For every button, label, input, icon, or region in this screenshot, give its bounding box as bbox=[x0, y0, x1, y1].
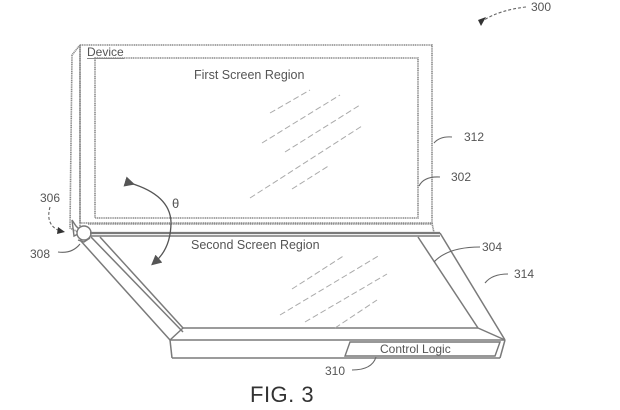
ref-304: 304 bbox=[482, 240, 503, 254]
first-screen-region bbox=[94, 57, 419, 219]
control-logic-label: Control Logic bbox=[380, 342, 451, 356]
ref-302: 302 bbox=[451, 170, 472, 184]
ref-312: 312 bbox=[464, 130, 485, 144]
theta-arc-arrow bbox=[123, 176, 172, 266]
ref-306: 306 bbox=[40, 191, 61, 205]
second-screen-glare bbox=[279, 254, 388, 329]
control-logic-box bbox=[344, 341, 501, 357]
arrow-306-head bbox=[57, 227, 65, 234]
figure-caption: FIG. 3 bbox=[250, 382, 315, 407]
ref-310: 310 bbox=[325, 364, 346, 378]
ref-308: 308 bbox=[30, 247, 51, 261]
first-screen-glare bbox=[249, 89, 363, 199]
ref-300: 300 bbox=[531, 0, 552, 14]
second-screen-region-label: Second Screen Region bbox=[191, 238, 320, 252]
device-label: Device bbox=[87, 45, 124, 59]
leader-lines bbox=[48, 6, 527, 371]
theta-symbol: θ bbox=[172, 196, 180, 211]
first-screen-region-label: First Screen Region bbox=[194, 68, 305, 82]
ref-314: 314 bbox=[514, 267, 535, 281]
hinge bbox=[71, 219, 92, 243]
arrow-300-head bbox=[478, 17, 486, 26]
first-housing bbox=[69, 44, 435, 234]
